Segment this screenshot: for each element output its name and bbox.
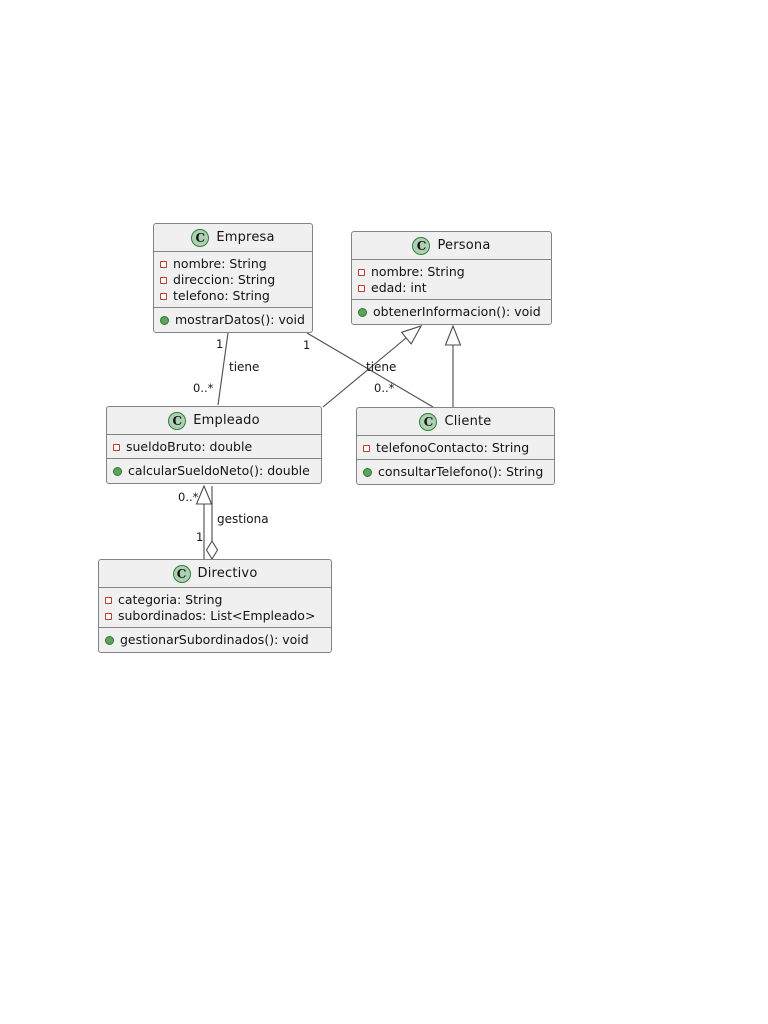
attribute-row: telefono: String <box>160 288 306 304</box>
multiplicity-label: 0..* <box>193 381 214 395</box>
public-method-icon <box>105 635 114 645</box>
private-field-icon <box>113 443 120 451</box>
attribute-row: nombre: String <box>160 256 306 272</box>
generalization-cliente-persona <box>444 324 462 407</box>
attribute-text: telefonoContacto: String <box>376 440 530 455</box>
attributes-section: nombre: String edad: int <box>352 259 551 299</box>
attribute-text: nombre: String <box>371 264 465 279</box>
class-cliente-title: C Cliente <box>357 408 554 435</box>
attribute-row: categoria: String <box>105 592 325 608</box>
attribute-text: sueldoBruto: double <box>126 439 253 454</box>
class-cliente: C Cliente telefonoContacto: String consu… <box>356 407 555 485</box>
aggregation-directivo-empleado <box>205 486 219 561</box>
multiplicity-label: 1 <box>196 530 204 544</box>
attributes-section: sueldoBruto: double <box>107 434 321 458</box>
method-row: calcularSueldoNeto(): double <box>113 463 315 479</box>
method-text: gestionarSubordinados(): void <box>120 632 309 647</box>
public-method-icon <box>113 466 122 476</box>
public-method-icon <box>363 467 372 477</box>
private-field-icon <box>358 284 365 292</box>
methods-section: gestionarSubordinados(): void <box>99 627 331 652</box>
class-directivo-title: C Directivo <box>99 560 331 587</box>
class-empleado: C Empleado sueldoBruto: double calcularS… <box>106 406 322 484</box>
attribute-text: nombre: String <box>173 256 267 271</box>
attribute-row: sueldoBruto: double <box>113 439 315 455</box>
attribute-row: nombre: String <box>358 264 545 280</box>
attribute-row: direccion: String <box>160 272 306 288</box>
class-name: Cliente <box>444 414 492 429</box>
method-text: consultarTelefono(): String <box>378 464 544 479</box>
class-name: Empleado <box>193 413 260 428</box>
attribute-row: subordinados: List<Empleado> <box>105 608 325 624</box>
attributes-section: nombre: String direccion: String telefon… <box>154 251 312 307</box>
attribute-text: edad: int <box>371 280 427 295</box>
method-row: gestionarSubordinados(): void <box>105 632 325 648</box>
class-icon: C <box>191 228 210 247</box>
methods-section: mostrarDatos(): void <box>154 307 312 332</box>
method-row: mostrarDatos(): void <box>160 312 306 328</box>
private-field-icon <box>160 260 167 268</box>
association-label-tiene: tiene <box>366 360 397 374</box>
private-field-icon <box>160 292 167 300</box>
methods-section: calcularSueldoNeto(): double <box>107 458 321 483</box>
attribute-text: subordinados: List<Empleado> <box>118 608 316 623</box>
generalization-directivo-empleado <box>195 484 213 559</box>
attribute-row: edad: int <box>358 280 545 296</box>
multiplicity-label: 1 <box>303 338 311 352</box>
public-method-icon <box>358 307 367 317</box>
class-icon: C <box>419 412 438 431</box>
class-icon: C <box>172 564 191 583</box>
private-field-icon <box>105 612 112 620</box>
methods-section: consultarTelefono(): String <box>357 459 554 484</box>
method-row: obtenerInformacion(): void <box>358 304 545 320</box>
public-method-icon <box>160 315 169 325</box>
multiplicity-label: 0..* <box>178 490 199 504</box>
attribute-text: direccion: String <box>173 272 276 287</box>
class-icon: C <box>412 236 431 255</box>
class-empresa-title: C Empresa <box>154 224 312 251</box>
attribute-text: categoria: String <box>118 592 223 607</box>
class-empleado-title: C Empleado <box>107 407 321 434</box>
method-text: mostrarDatos(): void <box>175 312 305 327</box>
private-field-icon <box>105 596 112 604</box>
multiplicity-label: 1 <box>216 337 224 351</box>
class-icon: C <box>168 411 187 430</box>
attribute-row: telefonoContacto: String <box>363 440 548 456</box>
attributes-section: categoria: String subordinados: List<Emp… <box>99 587 331 627</box>
class-directivo: C Directivo categoria: String subordinad… <box>98 559 332 653</box>
method-text: obtenerInformacion(): void <box>373 304 541 319</box>
method-row: consultarTelefono(): String <box>363 464 548 480</box>
attribute-text: telefono: String <box>173 288 270 303</box>
hollow-triangle-arrowhead <box>444 324 462 346</box>
private-field-icon <box>160 276 167 284</box>
class-name: Persona <box>437 238 491 253</box>
private-field-icon <box>363 444 370 452</box>
method-text: calcularSueldoNeto(): double <box>128 463 310 478</box>
attributes-section: telefonoContacto: String <box>357 435 554 459</box>
association-label-tiene: tiene <box>229 360 260 374</box>
private-field-icon <box>358 268 365 276</box>
class-persona-title: C Persona <box>352 232 551 259</box>
multiplicity-label: 0..* <box>374 381 395 395</box>
methods-section: obtenerInformacion(): void <box>352 299 551 324</box>
association-label-gestiona: gestiona <box>217 512 269 526</box>
class-empresa: C Empresa nombre: String direccion: Stri… <box>153 223 313 333</box>
class-name: Empresa <box>216 230 275 245</box>
hollow-triangle-arrowhead <box>400 325 423 345</box>
class-persona: C Persona nombre: String edad: int obten… <box>351 231 552 325</box>
hollow-diamond <box>205 539 219 561</box>
class-name: Directivo <box>197 566 258 581</box>
hollow-triangle-arrowhead <box>195 484 213 505</box>
